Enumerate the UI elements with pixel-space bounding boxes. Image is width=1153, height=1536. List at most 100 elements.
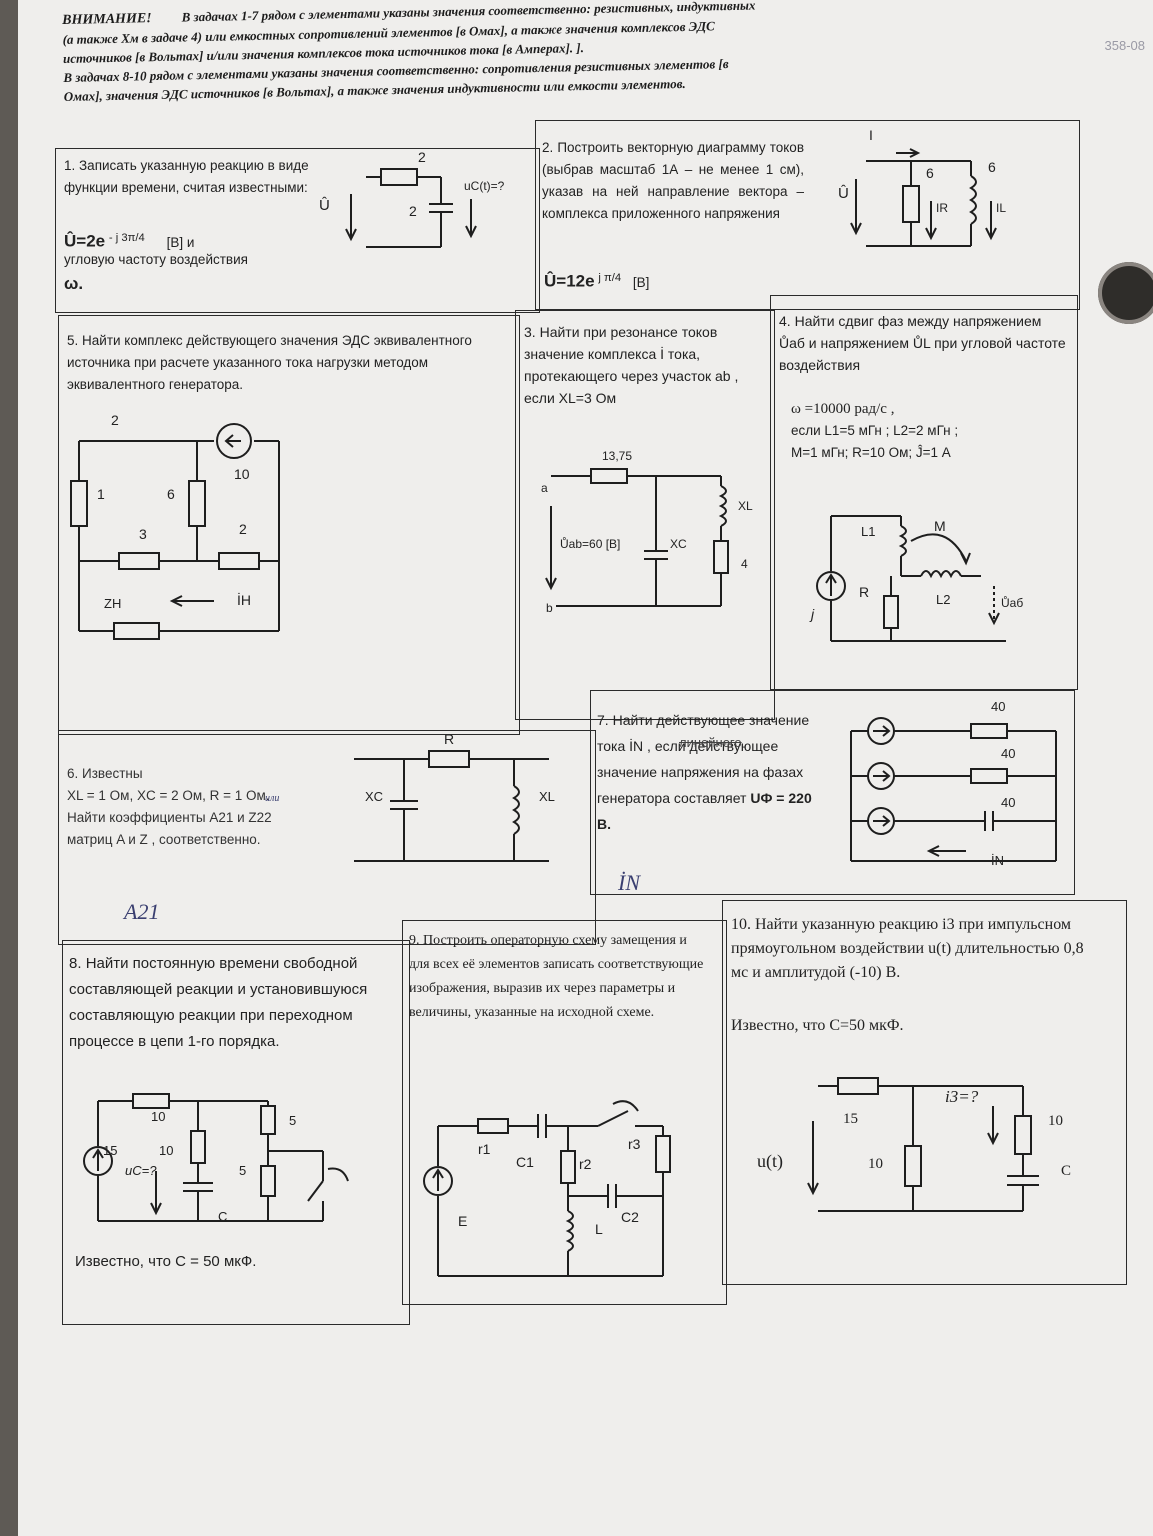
paper-sheet <box>18 0 1153 1536</box>
task-10-circuit <box>807 1077 1039 1212</box>
task-6-text: 6. Известны XL = 1 Ом, XC = 2 Ом, R = 1 … <box>67 763 337 851</box>
formula-unit: [В] <box>632 274 650 290</box>
reaction-label: uC=? <box>125 1163 157 1178</box>
resistor-label: R <box>444 731 455 747</box>
task-number: 7. <box>597 712 609 728</box>
current-label: I <box>869 127 873 143</box>
capacitor-label: C <box>218 1209 228 1224</box>
task-number: 1. <box>64 158 76 173</box>
inductor-l2-label: L2 <box>936 592 951 607</box>
task-statement: Построить векторную диаграмму токов (выб… <box>542 140 804 221</box>
task-3-circuit <box>545 468 729 607</box>
resistor-label: r3 <box>628 1136 641 1152</box>
resistor-label: r1 <box>478 1141 491 1157</box>
task-number: 3. <box>524 324 536 340</box>
task-4-card: 4. Найти сдвиг фаз между напряжением Ůаб… <box>770 295 1078 690</box>
task-7-circuit <box>850 717 1057 862</box>
inductor-l1-label: L1 <box>861 524 876 539</box>
current-ir-label: IR <box>936 201 948 215</box>
voltage-label: Û <box>838 185 849 202</box>
source-label: 10 <box>234 466 250 482</box>
task-statement: Найти указанную реакцию i3 при импульсно… <box>731 916 1084 981</box>
reaction-label: uC(t)=? <box>464 179 505 193</box>
node-a: a <box>541 481 548 495</box>
resistor-label: 40 <box>1001 746 1016 761</box>
task-7-text: 7. Найти действующее значение тока İN , … <box>597 707 822 837</box>
current-il-label: IL <box>996 201 1007 215</box>
task-5-circuit <box>70 423 280 640</box>
task-8-text: 8. Найти постоянную времени свободной со… <box>69 951 399 1055</box>
formula-exponent: - j 3π/4 <box>108 232 145 244</box>
task-statement: Построить операторную схему замещения и … <box>409 933 704 1020</box>
voltage-label: Ůab=60 [В] <box>560 537 621 551</box>
task-statement: Известны <box>82 766 143 781</box>
omega-value: ω =10000 рад/с , <box>791 401 895 417</box>
task-1-formula: Û=2e - j 3π/4 [В] и <box>64 227 194 254</box>
input-voltage-label: u(t) <box>757 1151 783 1171</box>
handwritten-note: İN <box>618 870 640 895</box>
task-5-card: 5. Найти комплекс действующего значения … <box>58 315 520 735</box>
task-9-text: 9. Построить операторную схему замещения… <box>409 929 709 1025</box>
inductor-label: 6 <box>988 159 996 175</box>
task-4-circuit <box>816 515 1006 642</box>
task-5-text: 5. Найти комплекс действующего значения … <box>67 330 507 396</box>
inductor-label: XL <box>738 499 753 513</box>
attention-label: ВНИМАНИЕ! <box>62 11 152 28</box>
known-value: Известно, что C=50 мкФ. <box>731 1017 904 1034</box>
task-statement: Найти постоянную времени свободной соста… <box>69 955 368 1050</box>
capacitor-label: C <box>1061 1163 1072 1179</box>
task-3-text: 3. Найти при резонансе токов значение ко… <box>524 321 769 409</box>
neutral-current-label: İN <box>991 853 1004 868</box>
parameter-values: M=1 мГн; R=10 Ом; Ĵ=1 А <box>791 445 951 460</box>
task-statement: Записать указанную реакцию в виде функци… <box>64 158 309 195</box>
task-statement: Найти действующее значение тока İN , есл… <box>597 712 810 806</box>
task-6-card: 6. Известны XL = 1 Ом, XC = 2 Ом, R = 1 … <box>58 730 596 945</box>
resistor-label: R <box>859 584 870 600</box>
inductor-label: L <box>595 1221 603 1237</box>
r-label: 2 <box>111 412 119 428</box>
task-9-circuit <box>423 1100 671 1277</box>
r-label: 2 <box>239 521 247 537</box>
task-10-card: 10. Найти указанную реакцию i3 при импул… <box>722 900 1127 1285</box>
voltage-label: Û <box>319 197 330 214</box>
task-1-circuit <box>345 168 477 248</box>
task-number: 10. <box>731 916 751 933</box>
capacitor-label: XC <box>365 789 384 804</box>
resistor-label: r2 <box>579 1156 592 1172</box>
capacitor-label: 40 <box>1001 795 1016 810</box>
task-2-card: 2. Построить векторную диаграмму токов (… <box>535 120 1080 310</box>
task-9-card: 9. Построить операторную схему замещения… <box>402 920 727 1305</box>
task-number: 9. <box>409 933 420 948</box>
formula: Û=2e <box>64 231 106 251</box>
task-statement: Найти комплекс действующего значения ЭДС… <box>67 333 472 392</box>
task-statement: Найти сдвиг фаз между напряжением Ůаб и … <box>779 313 1066 373</box>
source-label: E <box>458 1213 468 1229</box>
load-label: ZН <box>104 596 122 611</box>
task-number: 5. <box>67 333 79 348</box>
task-number: 8. <box>69 955 82 972</box>
inductor-label: XL <box>539 789 555 804</box>
task-7-card: 7. Найти действующее значение тока İN , … <box>590 690 1075 895</box>
task-number: 2. <box>542 140 554 155</box>
task-statement: XL = 1 Ом, XC = 2 Ом, R = 1 Ом. <box>67 788 270 803</box>
omega-symbol: ω. <box>64 274 84 293</box>
struck-word: линейного <box>679 735 742 750</box>
task-2-formula: Û=12e j π/4 [В] <box>544 267 649 294</box>
source-label: j <box>811 606 815 622</box>
task-4-text: 4. Найти сдвиг фаз между напряжением Ůаб… <box>779 310 1069 376</box>
load-current-label: İН <box>237 592 251 608</box>
reaction-label: i3=? <box>945 1087 979 1106</box>
handwritten-note: или <box>265 793 280 804</box>
task-6-circuit <box>354 750 549 862</box>
inductance-values: если L1=5 мГн ; L2=2 мГн ; <box>791 423 959 438</box>
resistor-label: 10 <box>159 1143 174 1158</box>
resistor-label: 10 <box>1048 1113 1063 1129</box>
task-8-circuit <box>83 1093 349 1222</box>
task-number: 4. <box>779 313 791 329</box>
handwritten-note: A21 <box>124 899 160 924</box>
resistor-label: 4 <box>741 557 748 571</box>
capacitor-label: XC <box>670 537 687 551</box>
capacitor-label: C2 <box>621 1209 639 1225</box>
task-3-card: 3. Найти при резонансе токов значение ко… <box>515 310 775 720</box>
formula-unit: [В] и <box>166 234 195 250</box>
